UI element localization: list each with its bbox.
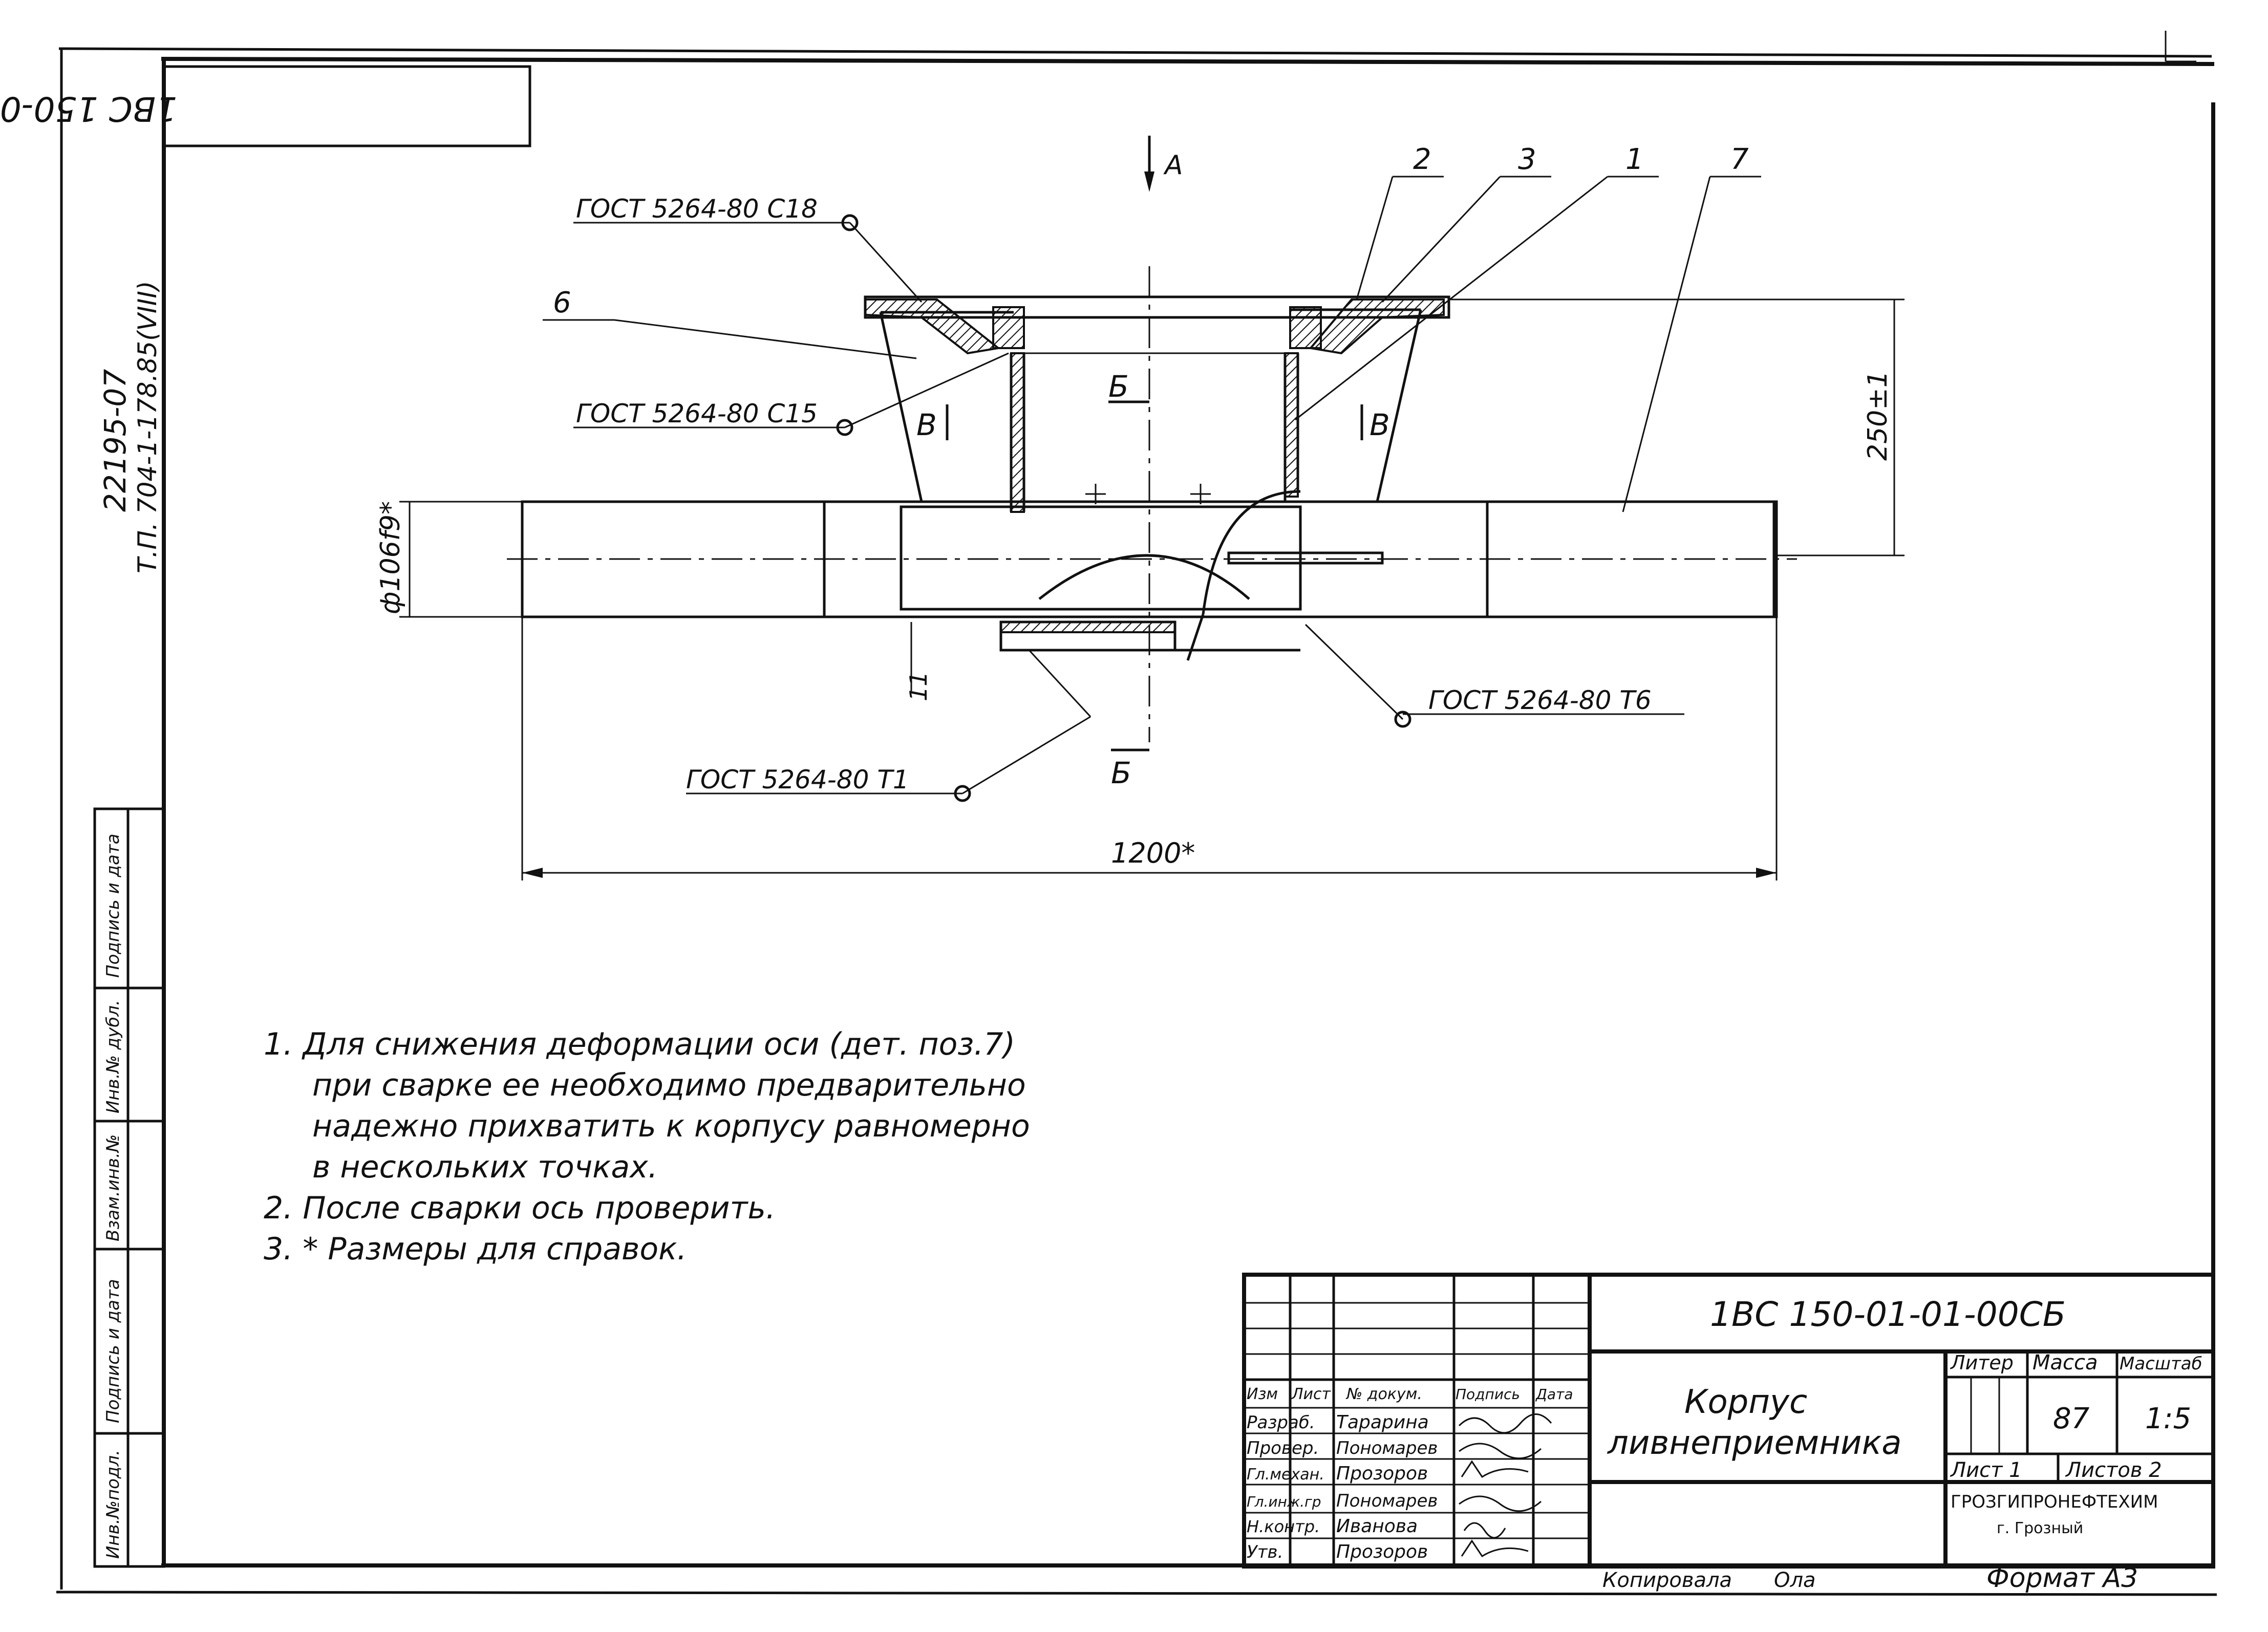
org-city: г. Грозный (1997, 1519, 2083, 1537)
position-leaders: 2 3 1 7 6 (543, 143, 1761, 512)
view-arrow-a: А (1144, 136, 1183, 192)
dim-length: 1200* (521, 617, 1778, 881)
product-name-2: ливнеприемника (1607, 1424, 1901, 1462)
name-1: Тарарина (1336, 1412, 1429, 1433)
dim-length-value: 1200* (1111, 837, 1195, 869)
sheets-label: Листов 2 (2065, 1458, 2162, 1482)
side-label-5: Подпись и дата (103, 833, 123, 978)
section-v-left: В (916, 407, 937, 442)
view-arrow-a-label: А (1163, 150, 1183, 181)
shaft-pos7 (521, 500, 1778, 618)
side-label-2: Подпись и дата (103, 1279, 123, 1423)
weld-t1-label: ГОСТ 5264-80 Т1 (686, 765, 909, 794)
dim-height-value: 250±1 (1863, 371, 1893, 461)
notes: 1. Для снижения деформации оси (дет. поз… (264, 1026, 1030, 1267)
scale-value: 1:5 (2145, 1402, 2191, 1435)
name-4: Пономарев (1336, 1491, 1438, 1511)
name-6: Прозоров (1336, 1541, 1428, 1562)
product-name-1: Корпус (1684, 1383, 1807, 1421)
side-label-3: Взам.инв.№ (103, 1134, 123, 1241)
weld-callout-c18: ГОСТ 5264-80 С18 (573, 194, 923, 303)
role-razrab: Разраб. (1247, 1412, 1315, 1433)
center-marks (1085, 484, 1211, 504)
role-prover: Провер. (1247, 1438, 1319, 1458)
dim-11-value: 11 (905, 671, 932, 701)
role-utv: Утв. (1247, 1542, 1283, 1562)
title-block: Изм Лист № докум. Подпись Дата Разраб. П… (1242, 1273, 2215, 1594)
pos-7: 7 (1730, 143, 1749, 176)
col-sign: Подпись (1456, 1386, 1520, 1403)
top-flange (864, 295, 1450, 355)
top-stamp-text: 1ВС 150-01-01-00СБ (0, 89, 177, 128)
weld-c18-label: ГОСТ 5264-80 С18 (576, 194, 818, 224)
dim-11: 11 (905, 622, 932, 701)
weld-callout-t1: ГОСТ 5264-80 Т1 (686, 649, 1092, 802)
outer-frame (56, 31, 2217, 1596)
pos-3: 3 (1518, 143, 1536, 176)
org-name: ГРОЗГИПРОНЕФТЕХИМ (1951, 1492, 2158, 1512)
left-code-1: 22195-07 (98, 369, 133, 512)
note-line-1: 1. Для снижения деформации оси (дет. поз… (264, 1026, 1015, 1062)
col-date: Дата (1535, 1386, 1573, 1403)
name-2: Пономарев (1336, 1438, 1438, 1458)
mass-value: 87 (2053, 1402, 2090, 1435)
weld-t6-label: ГОСТ 5264-80 Т6 (1428, 685, 1652, 715)
role-glmeh: Гл.механ. (1247, 1466, 1324, 1484)
scale-label: Масштаб (2120, 1354, 2202, 1374)
pos-2: 2 (1413, 143, 1431, 176)
top-stamp: 1ВС 150-01-01-00СБ (0, 65, 531, 147)
format-label: Формат А3 (1986, 1563, 2138, 1594)
note-line-6: 3. * Размеры для справок. (264, 1231, 687, 1267)
left-codes: 22195-07 Т.П. 704-1-178.85(VIII) (98, 281, 162, 573)
weld-callout-c15: ГОСТ 5264-80 С15 (573, 352, 1009, 436)
role-glinzh: Гл.инж.гр (1247, 1493, 1321, 1510)
name-3: Прозоров (1336, 1463, 1428, 1484)
pos-1: 1 (1625, 143, 1644, 176)
inner-cylinder (1010, 352, 1299, 513)
section-b-top: Б (1108, 369, 1129, 404)
section-v-right: В (1370, 407, 1390, 442)
dim-diameter: ф106f9* (375, 501, 522, 618)
note-line-4: в нескольких точках. (312, 1149, 658, 1185)
role-nkontr: Н.контр. (1247, 1517, 1320, 1536)
note-line-2: при сварке ее необходимо предварительно (312, 1067, 1026, 1103)
weld-c15-label: ГОСТ 5264-80 С15 (576, 399, 818, 428)
side-label-4: Инв.№ дубл. (103, 1000, 123, 1113)
mass-label: Масса (2032, 1351, 2098, 1375)
note-line-5: 2. После сварки ось проверить. (264, 1190, 776, 1226)
side-label-1: Инв.№подл. (103, 1450, 123, 1559)
weld-callout-t6: ГОСТ 5264-80 Т6 (1304, 624, 1684, 728)
signatures (1458, 1413, 1552, 1558)
note-line-3: надежно прихватить к корпусу равномерно (312, 1108, 1030, 1144)
left-code-2: Т.П. 704-1-178.85(VIII) (133, 281, 162, 573)
col-doc: № докум. (1345, 1385, 1422, 1403)
lower-tube (900, 490, 1384, 661)
col-list: Лист (1291, 1385, 1332, 1403)
assembly-drawing: А Б Б В В ГОСТ 5264-80 С18 ГОСТ 5264-80 … (375, 136, 1905, 881)
pos-6: 6 (553, 286, 571, 319)
side-table: Подпись и дата Инв.№ дубл. Взам.инв.№ По… (93, 807, 165, 1568)
col-izm: Изм (1247, 1385, 1278, 1403)
dim-diameter-value: ф106f9* (375, 501, 406, 614)
sheet-label: Лист 1 (1950, 1458, 2022, 1482)
designation: 1ВС 150-01-01-00СБ (1710, 1295, 2066, 1334)
copied-sign: Ола (1774, 1569, 1816, 1592)
dim-height: 250±1 (1449, 298, 1905, 556)
name-5: Иванова (1336, 1516, 1418, 1537)
section-marks: Б Б В В (916, 369, 1390, 790)
section-b-bottom: Б (1111, 756, 1131, 790)
litera-label: Литер (1950, 1351, 2014, 1374)
copied-label: Копировала (1602, 1569, 1732, 1592)
